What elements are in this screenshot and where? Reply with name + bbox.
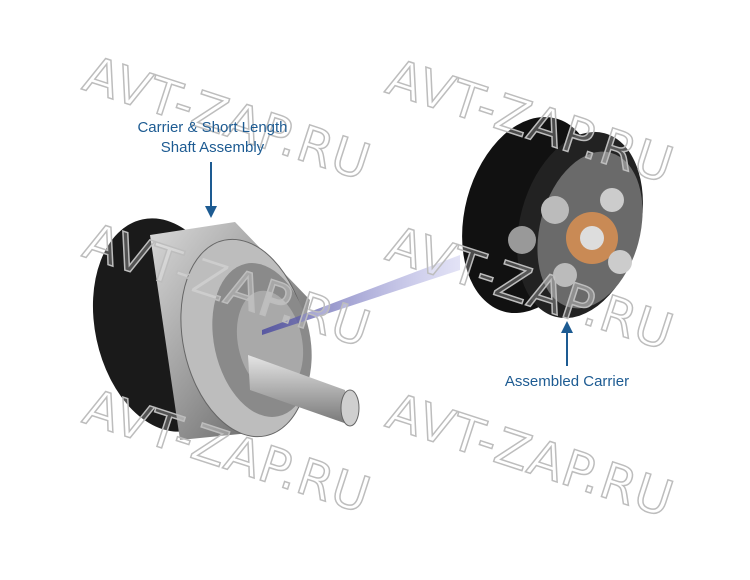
assembled-carrier [462, 116, 643, 319]
label-line: Carrier & Short Length [137, 119, 288, 136]
label-line: Shaft Assembly [160, 139, 265, 156]
zoom-beam [262, 255, 460, 335]
carrier-short-shaft-assembly [92, 218, 360, 440]
arrow-carrier-short-shaft [205, 162, 217, 218]
label-carrier-short-shaft: Carrier & Short Length Shaft Assembly [110, 118, 315, 158]
label-assembled-carrier: Assembled Carrier [504, 373, 630, 390]
arrow-assembled-carrier [561, 321, 573, 366]
